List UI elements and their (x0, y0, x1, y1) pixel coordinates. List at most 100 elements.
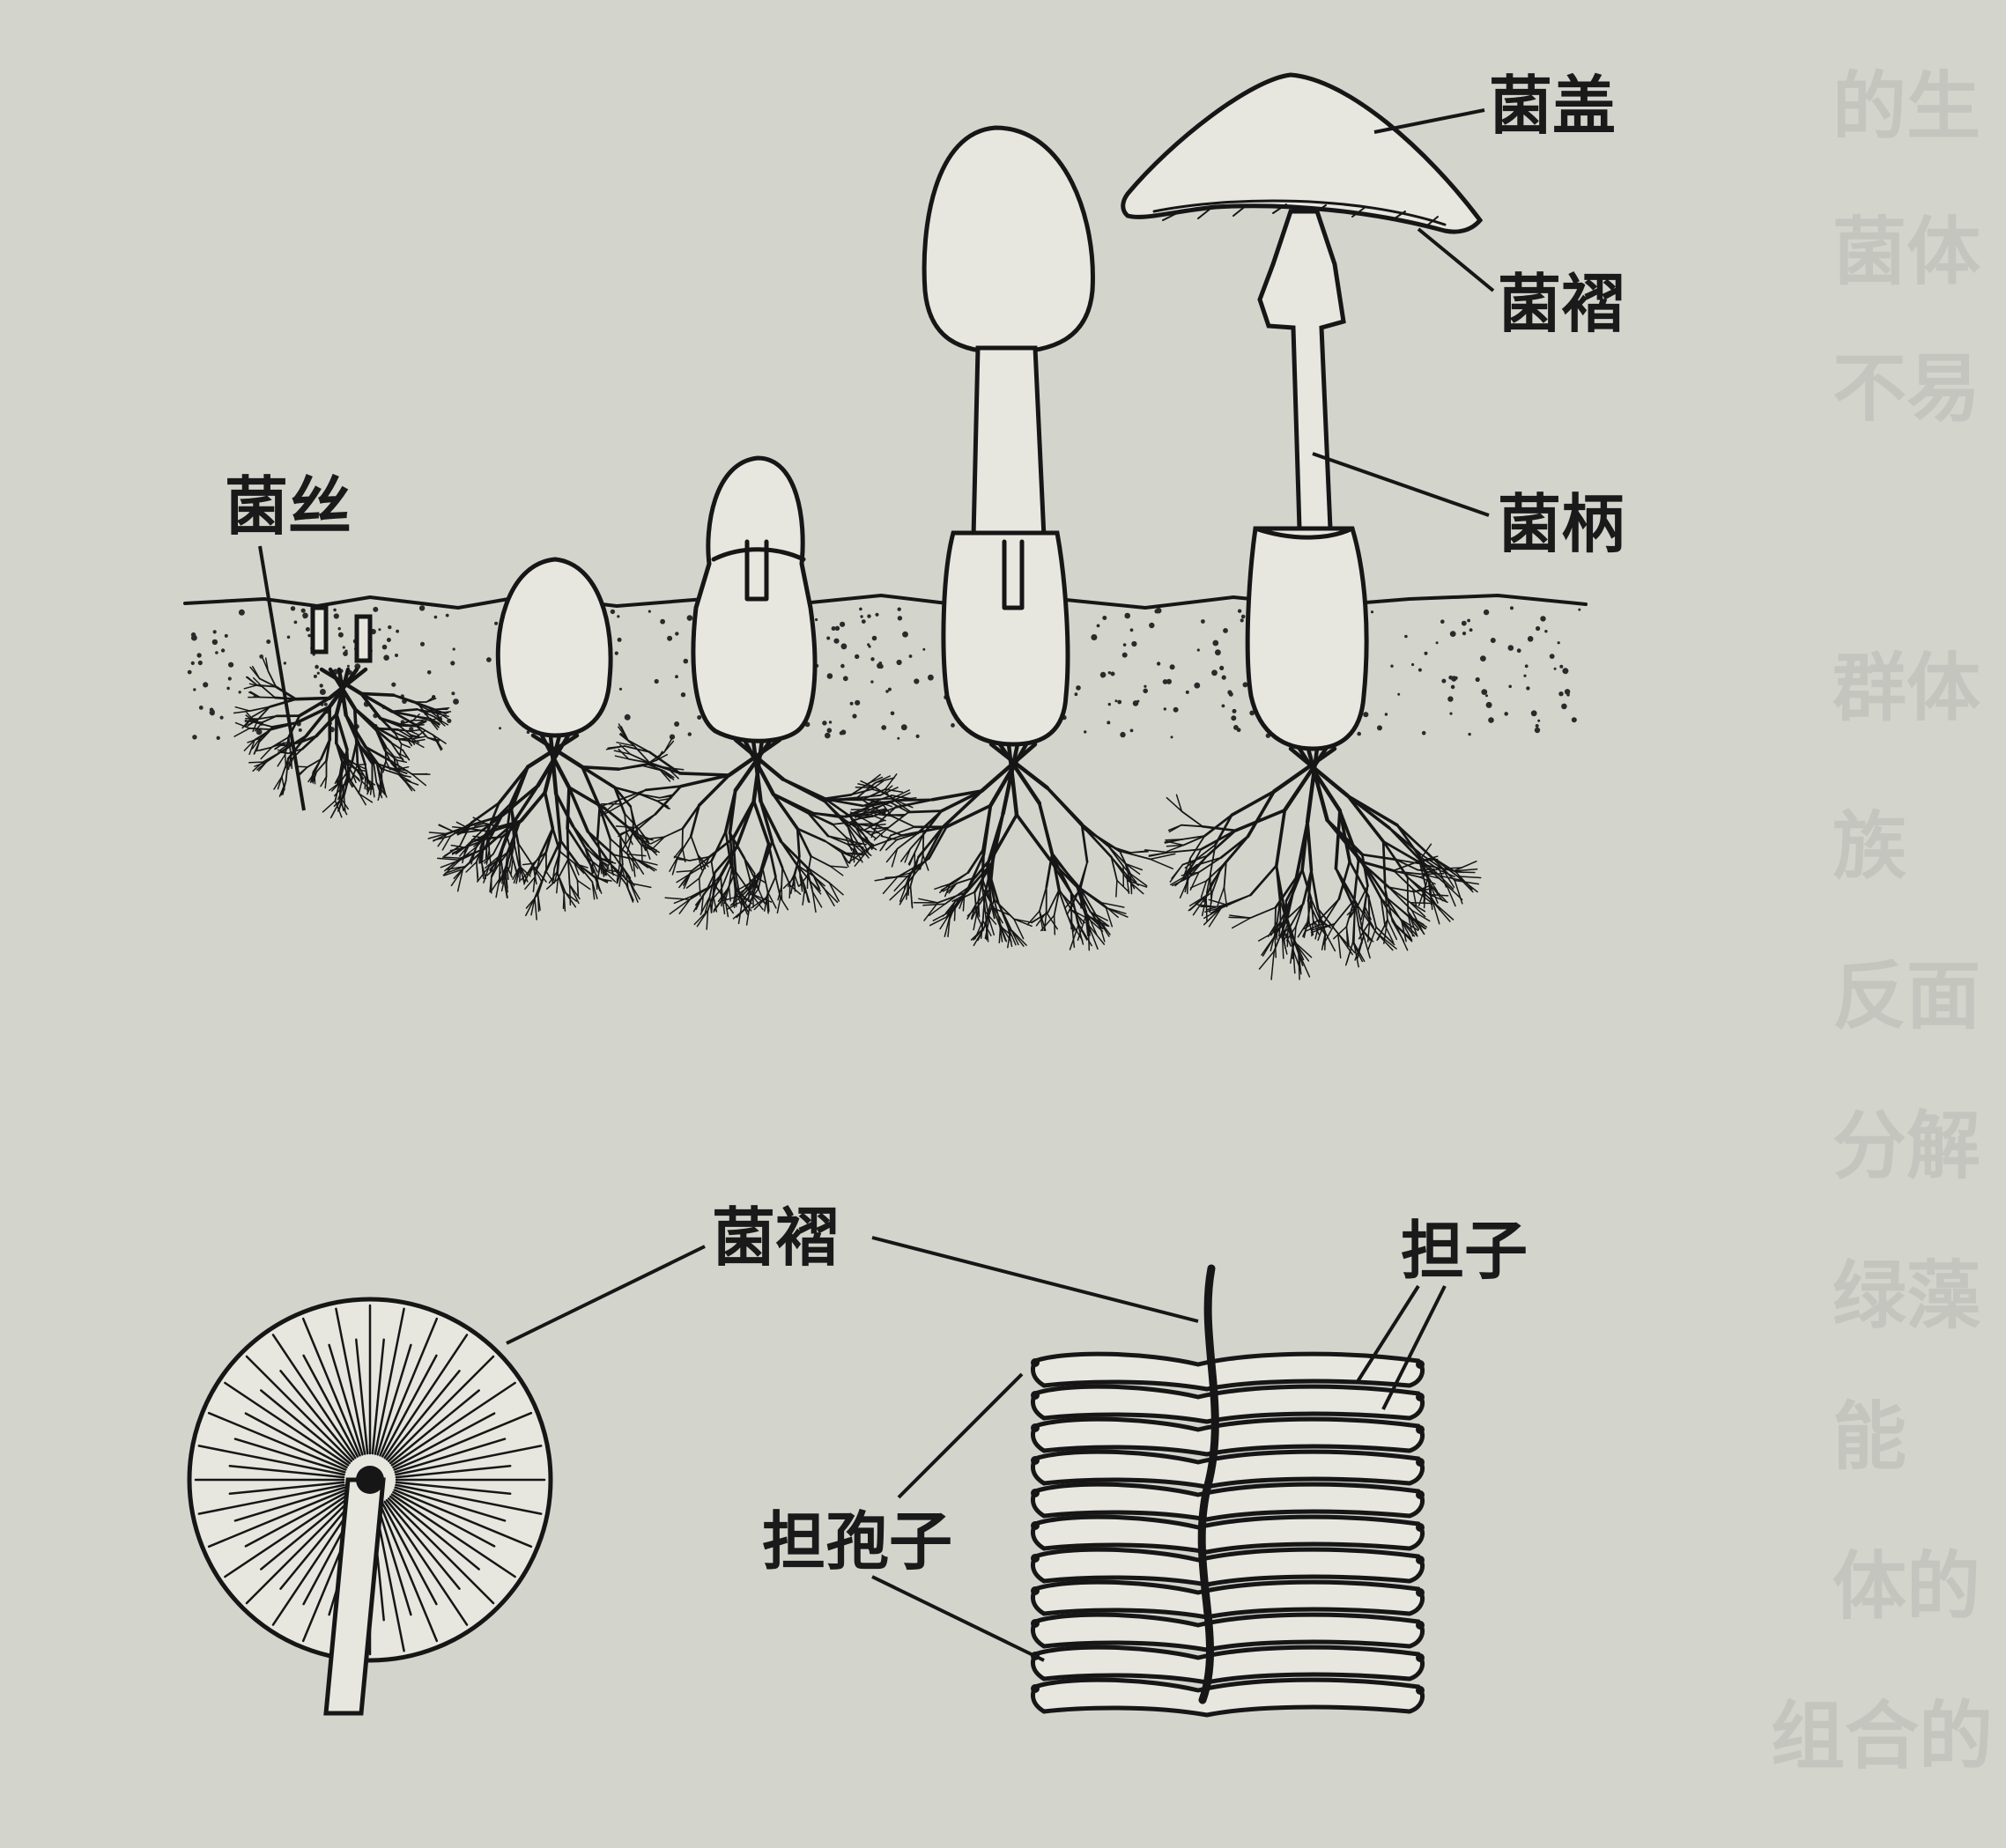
hypha-strand (1223, 861, 1227, 889)
hypha-strand (532, 865, 544, 883)
soil-dot (1232, 708, 1237, 713)
hypha-strand (803, 886, 810, 903)
hypha-strand (359, 793, 366, 806)
soil-dot (1221, 675, 1226, 680)
soil-dot (426, 670, 432, 675)
hypha-strand (1189, 880, 1208, 889)
hypha-strand (829, 865, 848, 869)
hypha-strand (854, 846, 872, 867)
button-stage (495, 557, 613, 738)
hypha-strand (1401, 920, 1412, 940)
hypha-strand (1418, 855, 1441, 871)
hypha-strand (1181, 810, 1203, 828)
hypha-strand (728, 863, 734, 888)
hypha-strand (390, 710, 417, 727)
hypha-strand (882, 876, 899, 895)
hypha-strand (828, 882, 840, 902)
gill-plate (1031, 1449, 1425, 1489)
hypha-strand (1297, 746, 1343, 813)
soil-dot (1129, 628, 1134, 632)
hypha-strand (852, 811, 874, 817)
hypha-strand (1210, 844, 1217, 873)
hypha-strand (980, 742, 1038, 794)
hypha-strand (508, 843, 515, 869)
soil-dot (1535, 724, 1539, 728)
hypha-strand (441, 856, 462, 860)
soil-dot (822, 721, 827, 726)
hypha-strand (944, 886, 970, 906)
hypha-strand (1393, 860, 1420, 872)
hypha-strand (537, 893, 540, 913)
hypha-strand (966, 848, 985, 874)
soil-dot (833, 638, 840, 644)
hypha-strand (652, 836, 666, 849)
hypha-strand (1066, 913, 1076, 931)
hypha-strand (788, 884, 791, 899)
hypha-strand (1306, 746, 1329, 823)
hypha-strand (413, 736, 426, 740)
hypha-strand (352, 772, 361, 782)
hypha-strand (1013, 918, 1025, 940)
hypha-strand (249, 691, 261, 699)
hypha-strand (285, 758, 290, 782)
hypha-strand (811, 891, 823, 908)
hypha-strand (707, 837, 735, 859)
hypha-strand (694, 891, 707, 906)
hypha-strand (1348, 904, 1359, 918)
hypha-strand (1407, 914, 1420, 930)
soil-dot (381, 644, 388, 650)
soil-dot (1166, 678, 1172, 684)
soil-dot (378, 628, 381, 632)
soil-dot (211, 639, 218, 646)
hypha-strand (1356, 904, 1378, 934)
hypha-strand (1206, 829, 1237, 857)
hypha-strand (534, 854, 542, 878)
hypha-strand (1105, 906, 1114, 928)
hypha-strand (264, 657, 270, 672)
hypha-strand (781, 867, 783, 888)
hypha-strand (1381, 839, 1387, 890)
hypha-strand (917, 826, 944, 859)
hypha-strand (1175, 794, 1183, 812)
hypha-strand (284, 753, 287, 769)
hypha-strand (928, 825, 948, 860)
hypha-strand (525, 893, 539, 909)
hypha-strand (731, 837, 737, 873)
hypha-strand (904, 847, 912, 863)
hypha-strand (984, 911, 988, 928)
hypha-strand (1366, 920, 1371, 942)
hyphae-network (233, 657, 1482, 980)
soil-dot (1233, 725, 1239, 730)
hypha-strand (1188, 894, 1208, 906)
hypha-strand (899, 847, 912, 862)
hypha-strand (861, 839, 877, 851)
hypha-strand (1395, 824, 1432, 858)
hypha-strand (1439, 875, 1462, 881)
hypha-strand (1189, 895, 1207, 911)
soil-dot (687, 732, 692, 736)
hypha-strand (771, 839, 784, 869)
hypha-strand (412, 701, 429, 711)
hypha-strand (650, 836, 666, 845)
hypha-strand (802, 886, 806, 906)
hypha-strand (1360, 853, 1398, 861)
hypha-strand (379, 716, 401, 726)
soil-dot (1527, 636, 1534, 642)
hypha-strand (557, 858, 569, 880)
hypha-strand (1388, 886, 1416, 893)
soil-dot (1154, 609, 1159, 614)
spore-dot (1031, 1619, 1040, 1628)
hypha-strand (1048, 858, 1073, 895)
cap-label: 菌盖 (1489, 69, 1616, 143)
hypha-strand (532, 865, 547, 883)
hypha-strand (464, 846, 477, 857)
hypha-strand (654, 785, 683, 816)
hypha-strand (988, 742, 1029, 808)
soil-dot (697, 715, 702, 720)
hypha-strand (1325, 818, 1363, 863)
hypha-strand (976, 899, 980, 917)
hypha-strand (1230, 789, 1277, 817)
soil-dot (914, 678, 920, 684)
hypha-strand (279, 744, 288, 751)
gill-plate (1031, 1579, 1425, 1620)
